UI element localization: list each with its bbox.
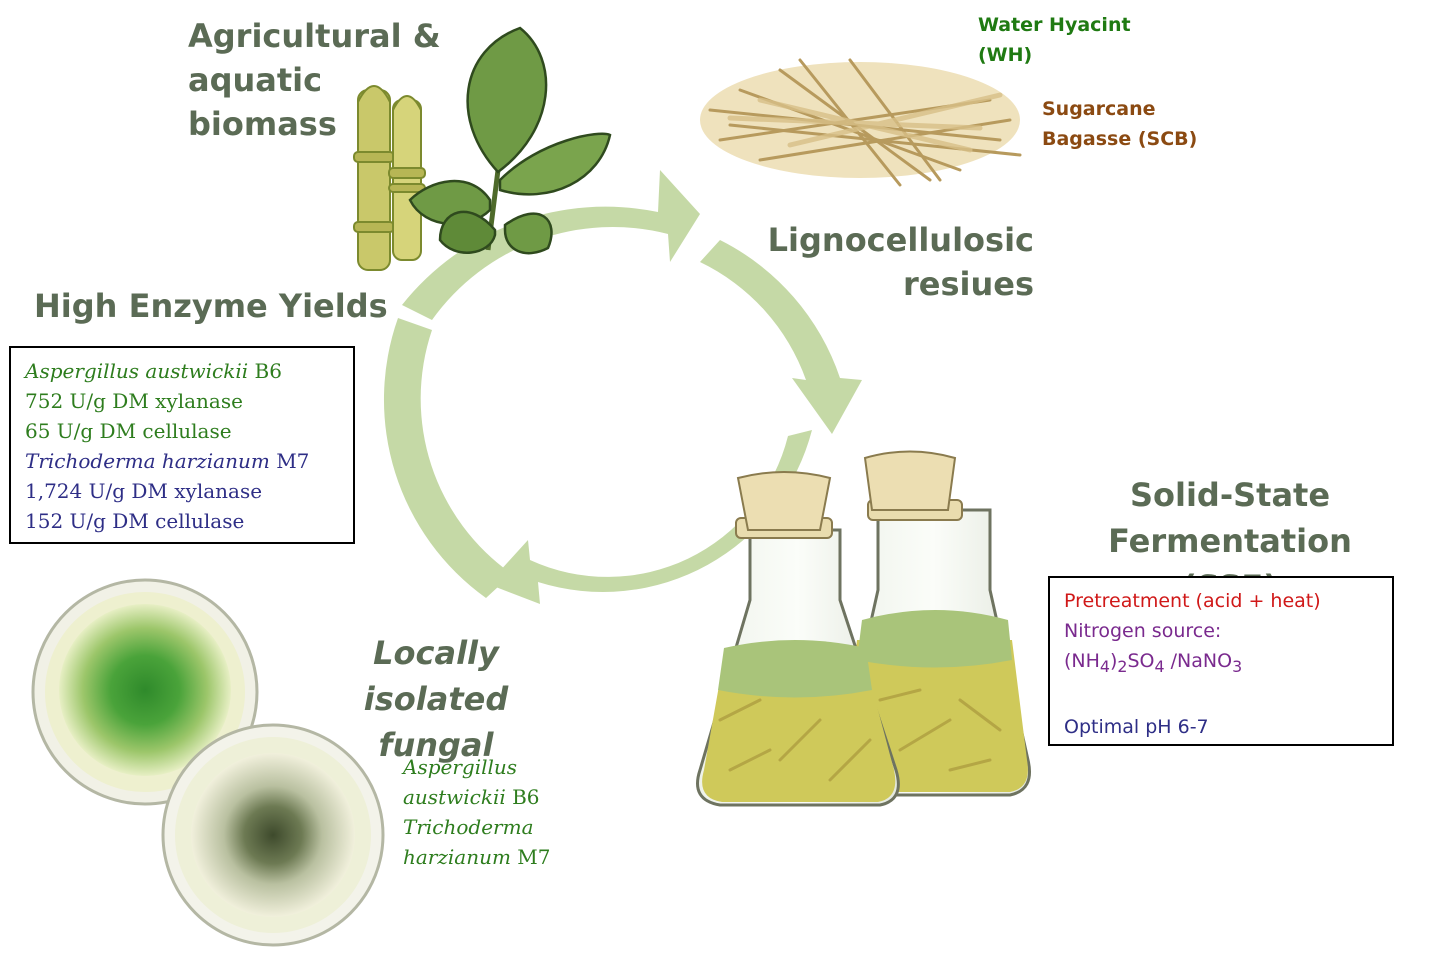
water-hyacinth-plant-illustration (408, 26, 612, 255)
optimal-ph-text: Optimal pH 6-7 (1064, 715, 1209, 738)
fungi-aspergillus-species: austwickii (403, 785, 506, 809)
trichoderma-line: Trichoderma harzianum M7 (25, 446, 339, 476)
formula-part: SO (1127, 650, 1155, 672)
fungi-list: Aspergillus austwickii B6 Trichoderma ha… (403, 752, 551, 872)
lignocellulosic-label-line: resiues (902, 265, 1034, 303)
fungi-trichoderma-strain: M7 (510, 845, 551, 869)
formula-sub: 2 (1117, 656, 1128, 676)
enzyme-yields-title-text: High Enzyme Yields (34, 287, 388, 325)
formula-part: /NaNO (1164, 650, 1233, 672)
sugarcane-bagasse-label-line: Sugarcane (1042, 98, 1156, 120)
ssf-conditions-box: Pretreatment (acid + heat) Nitrogen sour… (1048, 576, 1394, 746)
formula-sub: 4 (1154, 656, 1165, 676)
formula-part: ) (1110, 650, 1118, 672)
spacer (1064, 682, 1378, 712)
lignocellulosic-label-line: Lignocellulosic (767, 221, 1034, 259)
fungal-label: Locally isolated fungal (298, 630, 574, 768)
fungi-trichoderma-species: harzianum (403, 845, 511, 869)
fungi-aspergillus-line: austwickii B6 (403, 782, 551, 812)
petri-dish-trichoderma-illustration (161, 723, 385, 947)
trichoderma-strain: M7 (276, 449, 310, 473)
enzyme-yields-title: High Enzyme Yields (34, 284, 388, 328)
nitrogen-formula: (NH4)2SO4 /NaNO3 (1064, 646, 1378, 682)
sugarcane-stalks-illustration (353, 85, 426, 271)
formula-sub: 3 (1232, 656, 1243, 676)
nitrogen-source-text: Nitrogen source: (1064, 620, 1222, 642)
aspergillus-species: Aspergillus austwickii (25, 359, 249, 383)
flask-front-illustration (696, 471, 1002, 807)
sugarcane-bagasse-label: Sugarcane Bagasse (SCB) (1042, 94, 1197, 154)
biomass-label: Agricultural & aquatic biomass (188, 14, 441, 146)
aspergillus-strain: B6 (254, 359, 282, 383)
fungi-trichoderma-genus: Trichoderma (403, 815, 534, 839)
aspergillus-xylanase: 752 U/g DM xylanase (25, 389, 243, 413)
bagasse-fibers-illustration (700, 58, 1022, 187)
formula-part: (NH (1064, 650, 1100, 672)
aspergillus-line: Aspergillus austwickii B6 (25, 356, 339, 386)
biomass-label-line: Agricultural & (188, 17, 441, 55)
sugarcane-bagasse-label-line: Bagasse (SCB) (1042, 128, 1198, 150)
petri-dish-aspergillus-illustration (31, 578, 259, 806)
fungal-label-line: fungal (378, 726, 494, 764)
fungal-label-line: Locally isolated (363, 634, 509, 718)
enzyme-yields-box: Aspergillus austwickii B6 752 U/g DM xyl… (9, 346, 355, 544)
trichoderma-cellulase: 152 U/g DM cellulase (25, 509, 245, 533)
trichoderma-species: Trichoderma harzianum (25, 449, 270, 473)
trichoderma-xylanase: 1,724 U/g DM xylanase (25, 479, 263, 503)
water-hyacinth-label-line: (WH) (978, 44, 1033, 66)
ssf-label-line: Solid-State Fermentation (1108, 476, 1352, 560)
aspergillus-cellulase: 65 U/g DM cellulase (25, 419, 232, 443)
biomass-label-line: aquatic (188, 61, 323, 99)
biomass-label-line: biomass (188, 105, 337, 143)
lignocellulosic-label: Lignocellulosic resiues (768, 218, 1034, 306)
formula-sub: 4 (1099, 656, 1110, 676)
water-hyacinth-label: Water Hyacint (WH) (978, 10, 1131, 70)
pretreatment-text: Pretreatment (acid + heat) (1064, 590, 1321, 612)
flask-back-illustration (836, 450, 1031, 797)
fungi-aspergillus-genus: Aspergillus (403, 755, 518, 779)
fungi-aspergillus-strain: B6 (505, 785, 540, 809)
fungi-trichoderma-line: harzianum M7 (403, 842, 551, 872)
water-hyacinth-label-line: Water Hyacint (978, 14, 1131, 36)
